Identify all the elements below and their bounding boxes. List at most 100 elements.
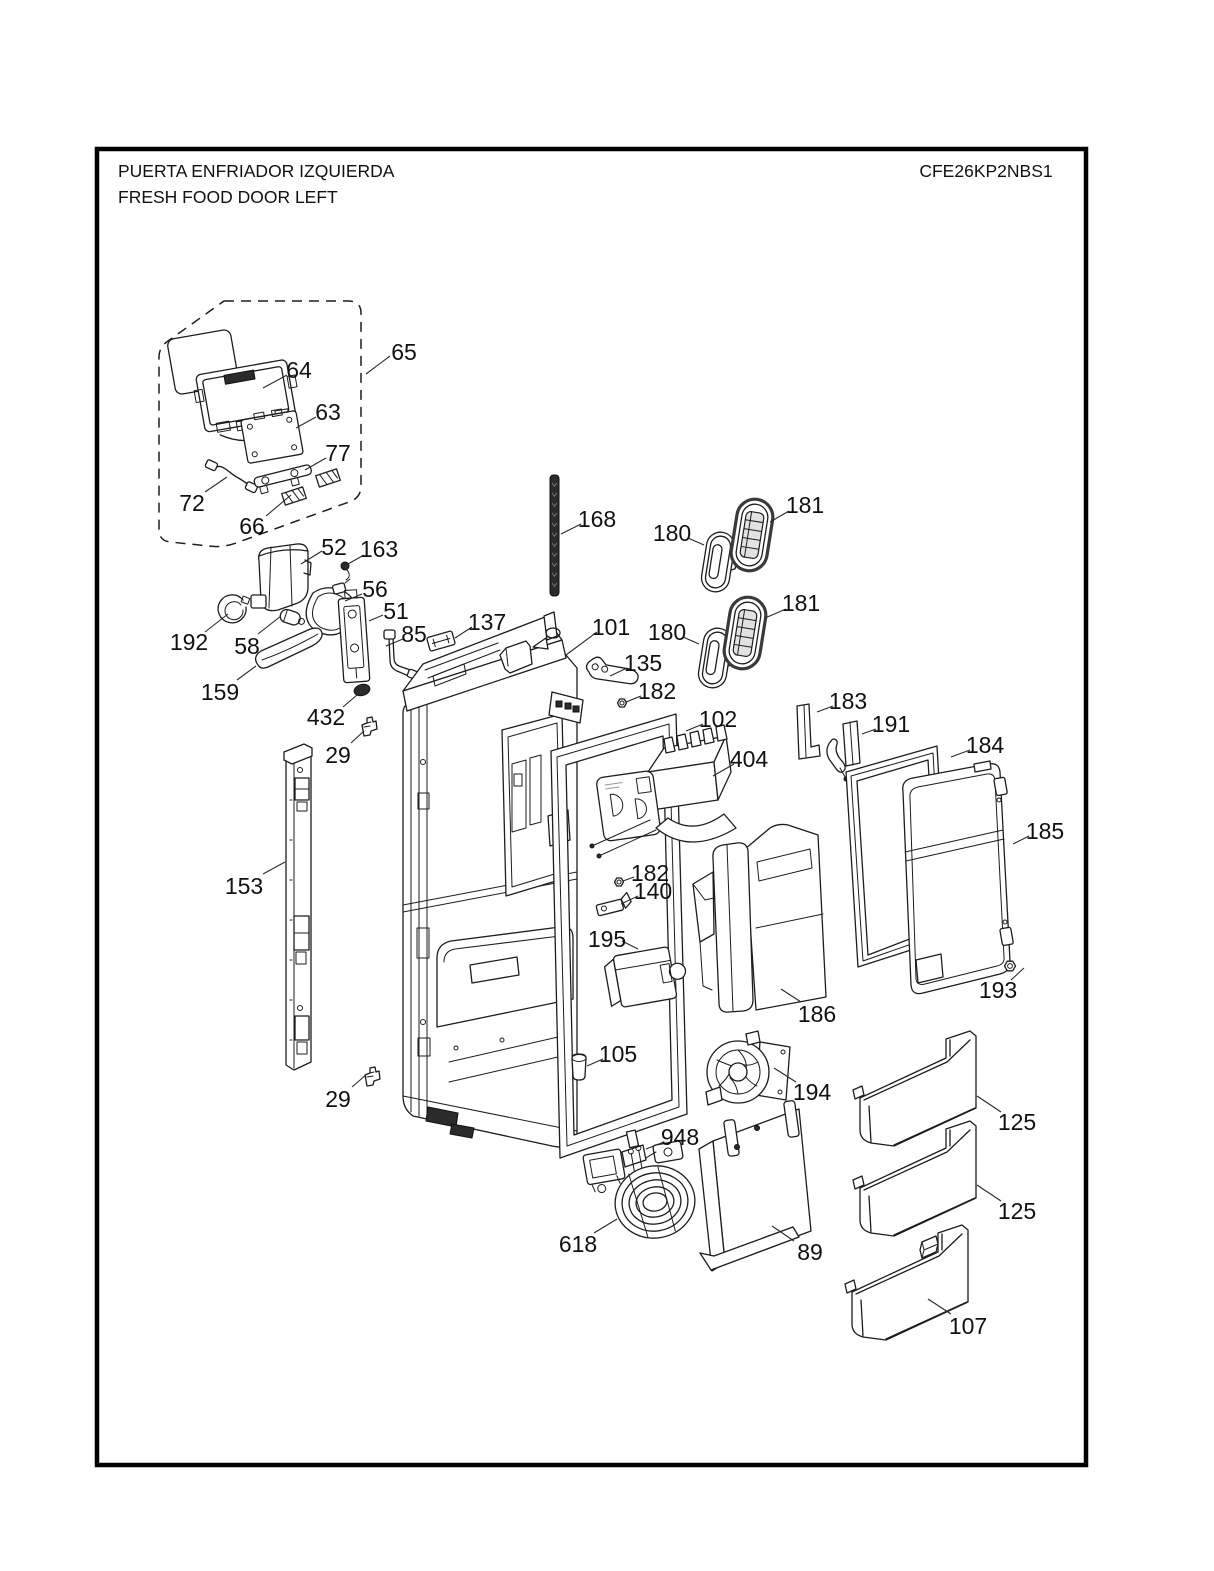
leader-line-65 [365,355,391,375]
leader-line-125 [976,1095,1002,1113]
part-404-ice-maker [589,724,737,859]
leader-line-182-2 [622,876,635,882]
part-label-125: 125 [998,1109,1036,1135]
part-183-trim-strip [796,703,821,760]
part-137-clip [426,630,456,652]
part-label-168: 168 [578,506,616,532]
leader-line-432 [342,694,358,708]
part-label-102: 102 [699,706,737,732]
leader-line-89 [771,1225,795,1242]
leader-line-137 [454,626,473,639]
part-label-89: 89 [797,1239,823,1265]
part-label-181-2: 181 [782,590,820,616]
part-label-181: 181 [786,492,824,518]
part-159-drip-tray [254,627,323,669]
part-77-switch-bracket [253,464,312,495]
leader-line-64 [262,374,288,389]
leader-line-66 [265,494,292,517]
part-label-404: 404 [730,746,769,772]
leader-line-159 [236,665,257,681]
part-label-618: 618 [559,1231,597,1257]
part-66-pads [281,468,341,506]
part-label-185: 185 [1026,818,1064,844]
title-spanish: PUERTA ENFRIADOR IZQUIERDA [118,161,395,181]
part-135-hinge-bracket [585,656,639,685]
leader-line-153 [262,861,286,875]
part-186-ice-bucket [692,823,827,1013]
part-label-194: 194 [793,1079,832,1105]
part-label-52: 52 [321,534,347,560]
part-label-29-2: 29 [325,1086,351,1112]
leader-line-180-2 [682,636,700,645]
part-label-56: 56 [362,576,388,602]
title-english: FRESH FOOD DOOR LEFT [118,187,338,207]
leader-line-29-2 [351,1073,368,1088]
part-label-191: 191 [872,711,910,737]
part-label-65: 65 [391,339,417,365]
leader-line-948 [645,1141,665,1150]
part-153-mullion-rail [283,743,313,1071]
part-432-grommet [353,683,371,697]
leader-line-29 [350,730,365,744]
leader-line-185 [1012,835,1030,845]
part-948-water-valve [582,1129,684,1194]
leader-line-63 [295,416,317,429]
part-185-inner-panel [902,760,1014,995]
leader-line-193 [1010,967,1025,981]
part-163-screw [340,561,350,581]
part-label-432: 432 [307,704,345,730]
leader-line-51 [368,614,384,622]
part-label-105: 105 [599,1041,637,1067]
part-label-184: 184 [966,732,1005,758]
leader-line-58 [257,615,282,635]
part-194-fan [705,1030,791,1106]
leader-line-77 [304,457,327,471]
leader-line-135 [609,667,628,677]
part-label-51: 51 [383,598,409,624]
leader-line-181 [769,510,790,523]
part-label-182-2: 182 [631,860,669,886]
part-89-cover-bracket [698,1100,812,1272]
leader-line-101 [565,631,598,656]
part-label-159: 159 [201,679,239,705]
leader-line-180 [687,537,705,546]
part-label-101: 101 [592,614,630,640]
leader-line-184 [950,749,971,758]
part-label-85: 85 [401,621,427,647]
leader-line-183 [816,705,834,713]
leader-line-186 [780,988,802,1003]
part-191-stop-bracket [826,720,861,782]
part-168-seal-strip [549,474,560,597]
part-label-107: 107 [949,1313,987,1339]
part-label-183: 183 [829,688,867,714]
part-label-63: 63 [315,399,341,425]
part-label-193: 193 [979,977,1017,1003]
part-label-77: 77 [325,440,351,466]
leader-line-125-2 [976,1184,1002,1202]
leader-line-107 [927,1298,952,1315]
part-195-motor-box [603,946,687,1008]
part-label-153: 153 [225,873,263,899]
leader-line-192 [204,613,229,633]
part-label-137: 137 [468,609,506,635]
leader-line-56 [344,593,363,602]
part-107-handle-bump [919,1235,939,1259]
part-label-182: 182 [638,678,676,704]
leader-line-140 [620,895,639,905]
leader-line-102 [685,723,704,732]
part-label-186: 186 [798,1001,836,1027]
leader-line-195 [621,940,639,950]
part-label-66: 66 [239,513,265,539]
part-label-195: 195 [588,926,626,952]
part-105-cap [571,1053,587,1081]
part-618-water-tank-coil [614,1145,696,1239]
part-58-coupler [279,608,305,626]
part-label-163: 163 [360,536,398,562]
part-140-bracket [595,891,632,917]
leader-line-168 [560,523,582,535]
part-51-bracket [337,589,371,684]
part-label-948: 948 [661,1124,699,1150]
